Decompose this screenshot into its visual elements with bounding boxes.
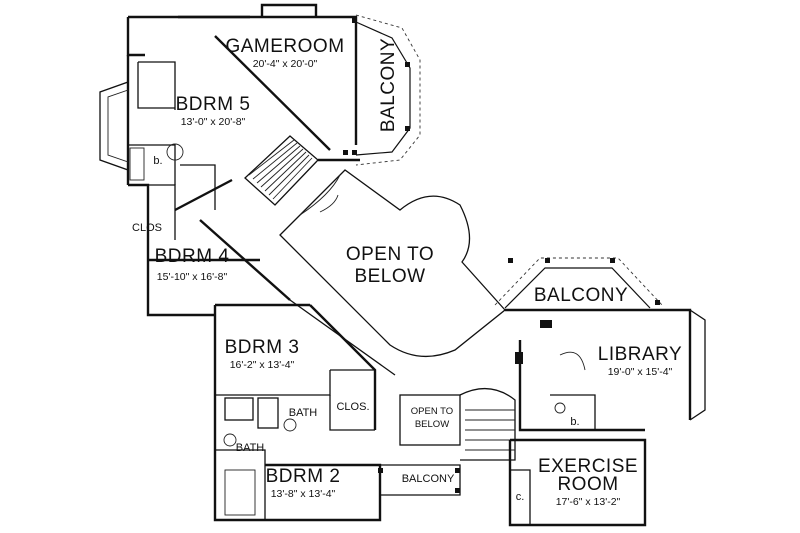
balcony-top-label: BALCONY [378,38,399,132]
bdrm4-dim: 15'-10" x 16'-8" [157,271,228,283]
open-to-below-line2: BELOW [354,266,425,287]
bath-2-label: BATH [236,442,265,454]
closet-1-label: CLOS. [336,401,369,413]
bdrm2-dim: 13'-8" x 13'-4" [271,488,336,500]
bdrm3-name: BDRM 3 [225,337,300,358]
bath-1-label: BATH [289,407,318,419]
small-open-line2: BELOW [415,419,449,430]
bdrm4-name: BDRM 4 [155,246,230,267]
top-balcony [352,14,421,166]
west-wing-walls [146,258,382,522]
misc-labels: BALCONY BALCONY BALCONY BATH BATH CLOS. … [132,38,628,503]
library-dim: 19'-0" x 15'-4" [608,366,673,378]
closet-2-label: CLOS [132,222,162,234]
open-to-below-line1: OPEN TO [346,244,434,265]
upper-stairs [244,135,319,206]
east-wing-walls [494,257,706,527]
exercise-name-line2: ROOM [557,474,618,495]
balcony-mid-label: BALCONY [534,285,628,306]
b-2-label: b. [570,416,579,428]
gameroom-dim: 20'-4" x 20'-0" [253,58,318,70]
exercise-name-line1: EXERCISE [538,456,638,477]
bdrm2-name: BDRM 2 [266,466,341,487]
north-wing-walls [99,3,358,260]
c-1-label: c. [516,491,525,503]
bdrm5-name: BDRM 5 [176,94,251,115]
bdrm3-dim: 16'-2" x 13'-4" [230,359,295,371]
library-name: LIBRARY [598,344,682,365]
room-labels: GAMEROOM 20'-4" x 20'-0" BDRM 5 13'-0" x… [155,36,682,508]
small-open-line1: OPEN TO [411,406,453,417]
bdrm5-dim: 13'-0" x 20'-8" [181,116,246,128]
exercise-dim: 17'-6" x 13'-2" [556,496,621,508]
b-1-label: b. [153,155,162,167]
gameroom-name: GAMEROOM [225,36,344,57]
balcony-bottom-label: BALCONY [402,473,455,485]
south-balcony-stair [378,388,516,496]
